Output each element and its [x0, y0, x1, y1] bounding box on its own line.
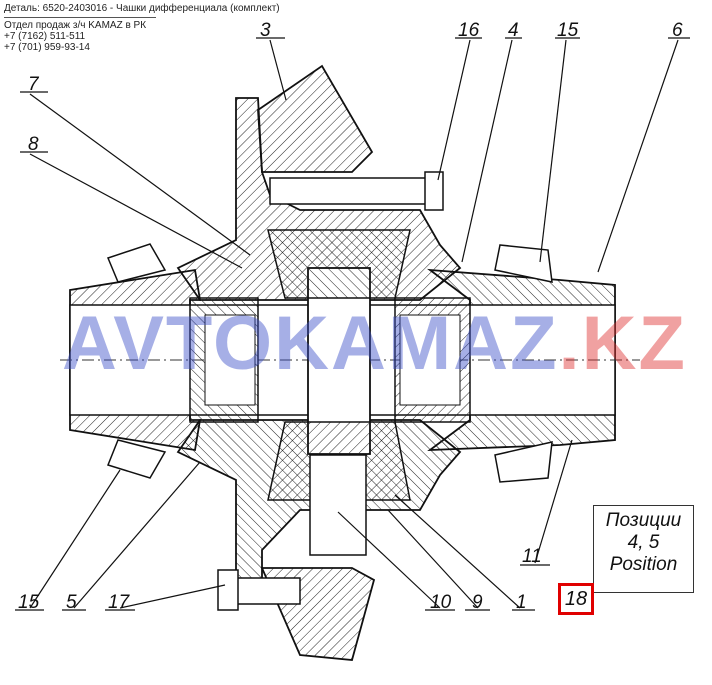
ring-gear-top — [257, 64, 374, 173]
position-line2: 4, 5 — [627, 532, 660, 553]
watermark-part2: .KZ — [558, 301, 687, 386]
sales-dept: Отдел продаж з/ч KAMAZ в РК — [4, 20, 147, 31]
header-divider — [4, 17, 156, 18]
label-10: 10 — [430, 592, 452, 613]
position-box: Позиции 4, 5 Position — [593, 505, 694, 593]
label-1: 1 — [516, 592, 527, 613]
label-8: 8 — [28, 134, 39, 155]
label-16: 16 — [458, 20, 480, 41]
watermark: AVTOKAMAZ.KZ — [62, 300, 687, 387]
bolt-top-head — [424, 171, 444, 211]
label-11: 11 — [522, 546, 542, 567]
label-4: 4 — [508, 20, 519, 41]
right-bearing-top — [494, 244, 553, 283]
position-line1: Позиции — [605, 510, 682, 531]
label-17: 17 — [108, 592, 131, 613]
bolt-top — [269, 177, 433, 205]
label-5: 5 — [66, 592, 77, 613]
left-bearing-top — [106, 243, 167, 283]
label-15-top: 15 — [557, 20, 579, 41]
bolt-bottom-head — [217, 569, 239, 611]
header-block: Деталь: 6520-2403016 - Чашки дифференциа… — [4, 3, 280, 53]
position-line3: Position — [609, 554, 678, 575]
label-3: 3 — [260, 20, 271, 41]
pinion-top — [267, 229, 411, 299]
phone-2: +7 (701) 959-93-14 — [4, 42, 90, 53]
highlighted-label-18[interactable]: 18 — [558, 583, 594, 615]
left-bearing-bottom — [107, 439, 167, 479]
part-title: Деталь: 6520-2403016 - Чашки дифференциа… — [4, 3, 280, 14]
label-6: 6 — [672, 20, 683, 41]
label-9: 9 — [472, 592, 483, 613]
right-bearing-bottom — [494, 441, 553, 483]
label-15-bottom: 15 — [18, 592, 40, 613]
label-7: 7 — [28, 74, 40, 95]
watermark-part1: AVTOKAMAZ — [62, 301, 559, 386]
bolt-bottom — [235, 577, 301, 605]
phone-1: +7 (7162) 511-511 — [4, 31, 86, 42]
